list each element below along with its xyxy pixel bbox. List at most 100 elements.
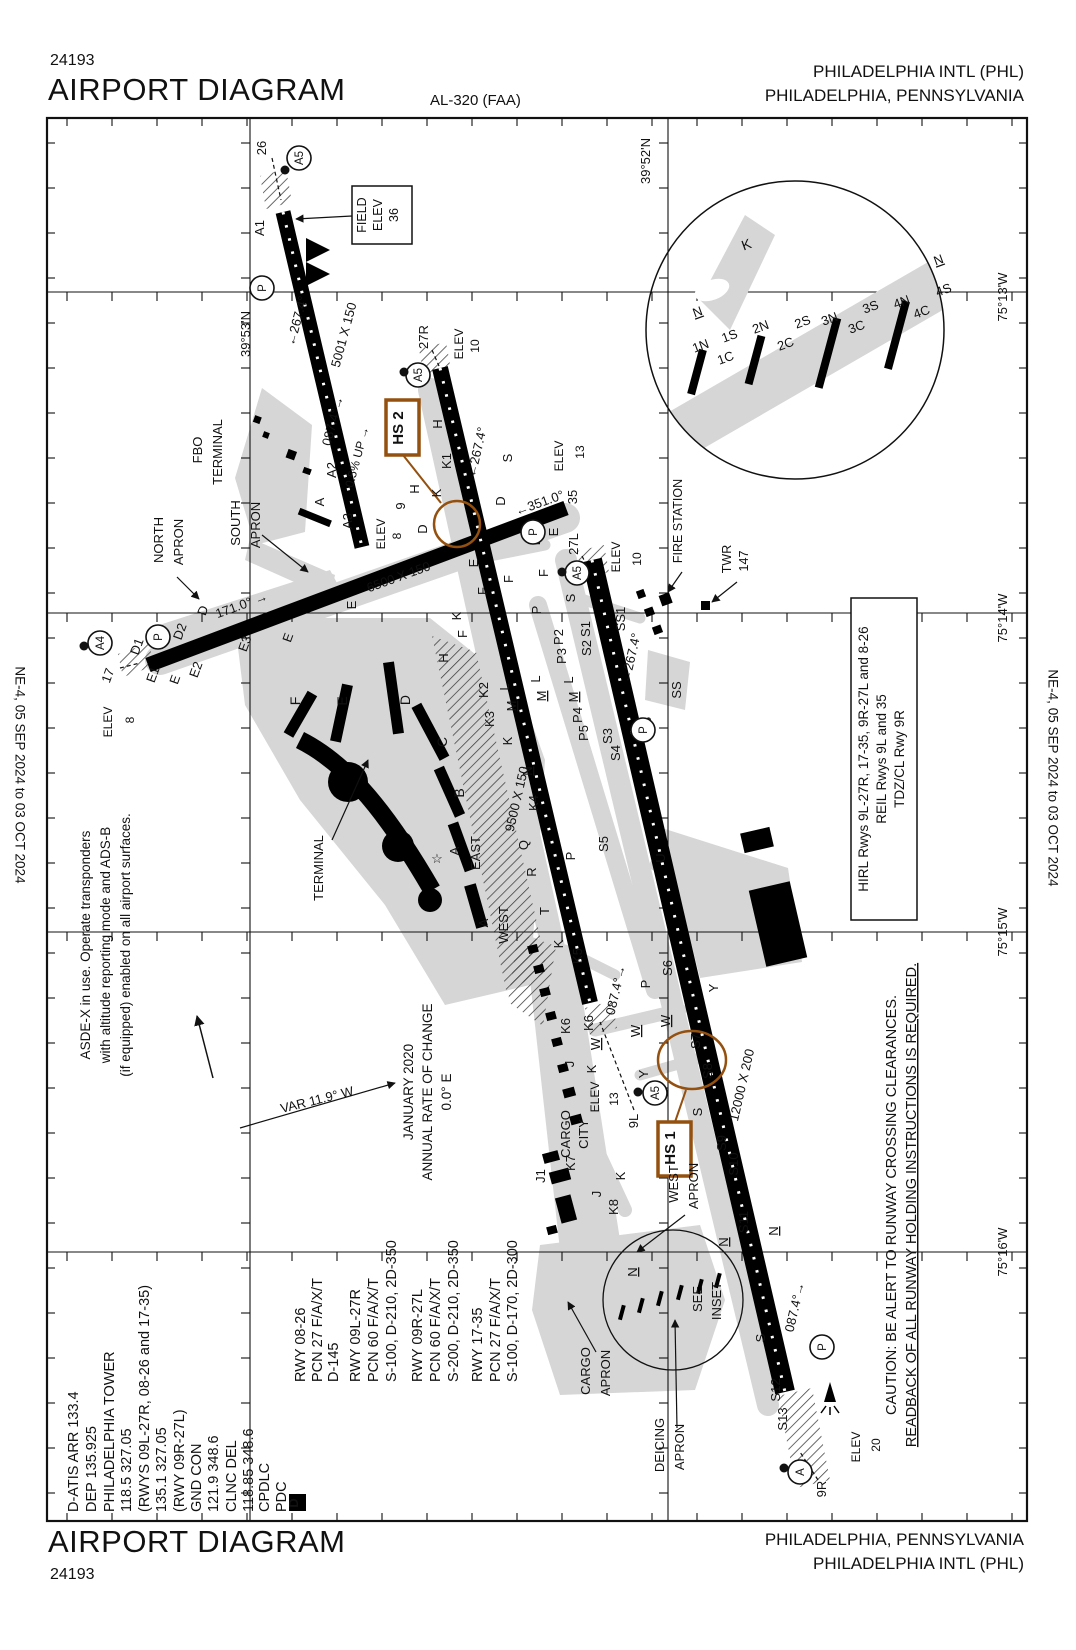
runway-data-line: RWY 09R-27L [410,1289,426,1382]
map-label: ELEV [849,1432,863,1463]
map-label: K [429,488,444,497]
magnetic-variation: VAR 11.9° W [279,1083,356,1116]
runway-end-9R: 9R [814,1481,829,1498]
taxiway-flag-P: P [145,624,171,650]
map-label: K7 [563,1155,578,1171]
map-label: D1 [127,636,147,657]
field-elev-line: ELEV [371,198,385,231]
cargo-apron-label: APRON [598,1350,613,1396]
map-label: S3 [600,728,615,744]
map-label: A2 [324,462,339,478]
map-label: F [455,630,470,638]
map-label: M [566,692,581,703]
map-label: K [449,611,464,620]
map-label: N [716,1237,731,1246]
map-label: P4 [570,707,585,723]
map-label: Q [516,840,531,850]
map-label: A [476,918,491,927]
map-label: P5 [576,725,591,741]
chart-border [45,116,1029,1523]
map-label: ELEV [552,441,566,472]
chart-number: 24193 [50,52,95,69]
latitude-label: 39°52'N [638,138,653,184]
runway-data-line: PCN 27 F/A/X/T [488,1278,504,1382]
runway-data-line: PCN 27 F/A/X/T [310,1278,326,1382]
inset-circle [645,180,945,480]
effective-date-right: NE-4, 05 SEP 2024 to 03 OCT 2024 [1045,669,1061,887]
map-label: F [536,569,551,577]
runway-9R-27L-dimensions: 12000 X 200 [726,1047,757,1122]
comm-line: (RWY 09R-27L) [172,1409,188,1512]
fbo-terminal-label: TERMINAL [210,419,225,485]
caution-text: READBACK OF ALL RUNWAY HOLDING INSTRUCTI… [904,963,920,1447]
map-label: M [504,701,519,712]
map-label: ☆ [431,851,443,866]
south-apron-label: SOUTH [228,500,243,546]
flag-letter: P [257,284,269,292]
map-label: K [500,736,515,745]
map-label: S2 [579,640,594,656]
variation-rate: 0.0° E [439,1074,454,1111]
deicing-apron-label: APRON [672,1424,687,1470]
terminal-label: TERMINAL [311,835,326,901]
map-label: K6 [558,1018,573,1034]
map-label: K3 [482,711,497,727]
runway-data-line: S-200, D-210, 2D-350 [446,1240,462,1382]
comm-line: 121.9 348.6 [206,1435,222,1512]
map-label: Y [636,1069,651,1078]
variation-note: ANNUAL RATE OF CHANGE [420,1003,435,1180]
map-label: F [287,697,303,706]
runway-data-line: RWY 08-26 [293,1308,309,1382]
map-label: C [434,737,450,747]
comm-line: PDC [274,1481,290,1512]
map-label: E3 [235,633,255,653]
hotspot-1-label: HS 1 [662,1131,679,1164]
map-label: N [690,303,704,320]
comm-line: GND CON [189,1444,205,1512]
map-label: 8 [390,532,404,539]
map-label: K6 [581,1015,596,1031]
fbo-terminal-label: FBO [190,437,205,464]
map-label: ELEV [609,542,623,573]
comm-line: CLNC DEL [224,1440,240,1512]
map-label: A [447,846,462,855]
map-label: F [475,587,490,595]
map-label: J [562,1061,577,1068]
longitude-label: 75°16'W [995,1227,1010,1277]
map-label: ELEV [101,707,115,738]
map-label: E [466,558,481,567]
inset-pad-label: 3N [819,309,840,329]
footer-city: PHILADELPHIA, PENNSYLVANIA [764,1530,1024,1549]
map-label: ELEV [452,329,466,360]
runway-end-26: 26 [254,141,269,155]
procedure-id: AL-320 (FAA) [430,92,521,109]
map-label: P2 [551,629,566,645]
map-label: N [625,1267,640,1276]
map-label: D [397,695,413,705]
map-label: 087.4°→ [782,1281,808,1334]
map-label: S [563,593,578,602]
map-label: N [766,1226,781,1235]
north-apron-label: NORTH [151,517,166,563]
comm-line: CPDLC [257,1463,273,1512]
field-elev-arrow [295,214,353,223]
data-link-box [289,1494,306,1511]
map-label: E [334,696,350,705]
see-inset-label: SEE [690,1286,705,1312]
runway-end-9L: 9L [626,1114,641,1128]
taxiway-flag-P: P [249,275,275,301]
map-label: EAST [468,836,483,870]
inset-pad-label: 2S [792,312,812,332]
comm-line: (RWYS 09L-27R, 08-26 and 17-35) [137,1285,153,1512]
taxiway-flag-A5: A5 [399,362,431,388]
map-label: E [344,600,359,609]
flag-letter: P [817,1343,829,1351]
comm-line: 118.85 348.6 [241,1428,257,1512]
flag-letter: A5 [413,368,425,382]
page-title: AIRPORT DIAGRAM [48,72,346,107]
leader-arrows [176,534,738,1429]
hotspot-2-label: HS 2 [390,411,407,444]
map-label: H [407,484,422,493]
taxiway-flag-A5: A5 [633,1080,668,1106]
